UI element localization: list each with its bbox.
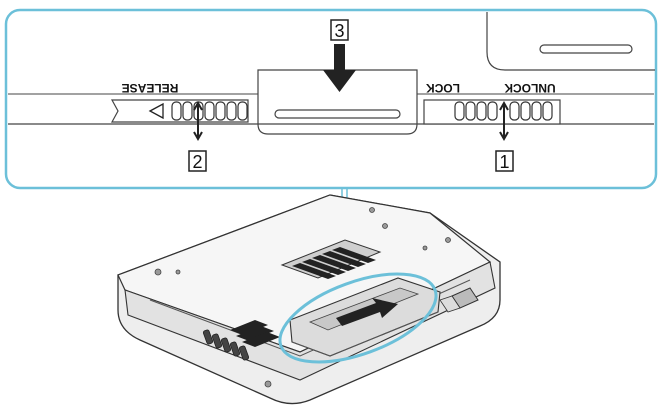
battery-slot — [274, 109, 401, 119]
side-ports — [202, 329, 250, 361]
vent-grille-upper — [280, 239, 382, 279]
arrow-right-icon — [336, 298, 398, 326]
battery-bay-lower — [257, 94, 418, 135]
laptop-underside — [117, 194, 501, 405]
callout-3: 3 — [323, 19, 356, 92]
unlock-label: UNLOCK — [504, 81, 556, 95]
callout-2: 2 — [188, 100, 207, 172]
callout-1-box — [495, 150, 514, 172]
battery-highlight-ring — [278, 272, 438, 364]
screws — [154, 207, 451, 388]
release-label: RELEASE — [122, 81, 179, 95]
callout-1-text: 1 — [499, 152, 509, 172]
callout-3-text: 3 — [334, 21, 344, 41]
callout-2-text: 2 — [192, 152, 202, 172]
callout-1: 1 — [495, 100, 514, 172]
battery-pack — [289, 277, 441, 357]
triangle-left-icon — [148, 102, 164, 120]
callout-3-box — [330, 19, 349, 41]
arrow-down-icon — [323, 44, 356, 92]
recessed-pad — [486, 12, 655, 71]
lock-switch — [423, 99, 561, 125]
detail-panel: RELEASE LOCK UNLOCK 3 2 1 — [4, 8, 658, 190]
pad-slot — [539, 44, 633, 54]
vent-grille-left — [230, 320, 280, 347]
release-latch — [110, 99, 249, 123]
detail-panel-frame — [4, 8, 658, 190]
callout-2-box — [188, 150, 207, 172]
release-latch-ridges — [171, 101, 248, 121]
lock-switch-ridges — [454, 101, 553, 121]
right-latch — [439, 287, 479, 313]
lock-label: LOCK — [426, 81, 460, 95]
double-arrow-icon — [499, 100, 509, 142]
double-arrow-icon — [193, 100, 203, 142]
